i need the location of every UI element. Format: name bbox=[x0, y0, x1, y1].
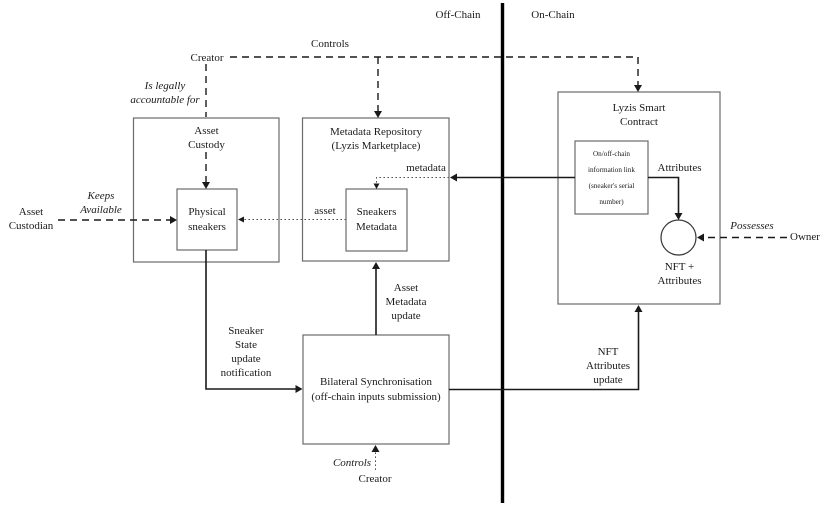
creator-bottom-label: Creator bbox=[358, 473, 392, 485]
on-chain-label: On-Chain bbox=[531, 9, 575, 21]
sneakers-metadata-box bbox=[345, 188, 408, 252]
arrowhead-lyzis-top bbox=[634, 85, 642, 92]
asset-metadata-update-label: Asset Metadata update bbox=[385, 282, 427, 322]
attributes-label: Attributes bbox=[657, 162, 702, 174]
possesses-label: Possesses bbox=[730, 220, 774, 232]
bilateral-sync-text: Bilateral Synchronisation (off-chain inp… bbox=[311, 375, 441, 403]
edge-nft-attributes-update bbox=[449, 307, 640, 391]
nft-circle bbox=[660, 219, 697, 256]
dashed-edges-group bbox=[58, 56, 787, 239]
asset-custodian-label: Asset Custodian bbox=[8, 206, 54, 232]
nft-attributes-circle-label: NFT + Attributes bbox=[657, 261, 702, 287]
asset-custody-title: Asset Custody bbox=[188, 125, 225, 151]
arrowhead-nft-circle-right bbox=[697, 233, 704, 242]
arrowheads-group bbox=[170, 85, 704, 452]
arrowhead-sneakers-metadata-top bbox=[373, 183, 380, 189]
arrowhead-physical-sneakers-top bbox=[202, 182, 210, 189]
node-boxes-group bbox=[132, 91, 721, 445]
dotted-edges-group bbox=[244, 177, 449, 470]
asset-label: asset bbox=[314, 205, 336, 217]
off-chain-label: Off-Chain bbox=[435, 9, 481, 21]
arrowhead-physical-sneakers-left bbox=[170, 216, 177, 224]
controls-bottom-label: Controls bbox=[332, 457, 372, 469]
metadata-label: metadata bbox=[406, 162, 446, 174]
controls-top-label: Controls bbox=[311, 38, 349, 50]
sneakers-metadata-text: Sneakers Metadata bbox=[356, 206, 397, 233]
solid-edges-group bbox=[205, 176, 680, 391]
bilateral-sync-box bbox=[302, 334, 450, 445]
arrowhead-metadata-repository-right bbox=[450, 173, 457, 182]
keeps-available-label: Keeps Available bbox=[80, 190, 122, 216]
arrowhead-physical-sneakers-right bbox=[238, 216, 244, 223]
arrowhead-metadata-repository-top bbox=[374, 111, 382, 118]
nft-attributes-update-label: NFT Attributes update bbox=[586, 346, 630, 386]
edge-metadata-to-sneakers-metadata bbox=[376, 177, 449, 183]
arrowhead-nft-circle-top bbox=[674, 213, 683, 220]
is-legally-accountable-label: Is legally accountable for bbox=[130, 80, 200, 106]
creator-top-label: Creator bbox=[190, 52, 224, 64]
arrowhead-bilateral-left bbox=[295, 385, 303, 393]
arrowhead-bilateral-bottom bbox=[371, 445, 380, 452]
info-link-text: On/off-chain information link (sneaker's… bbox=[588, 149, 635, 206]
edge-infolink-nft-circle bbox=[648, 176, 680, 214]
arrowhead-metadata-repository-bottom bbox=[372, 262, 380, 269]
edge-sneaker-state-update bbox=[205, 250, 296, 390]
lyzis-smart-contract-title: Lyzis Smart Contract bbox=[612, 102, 666, 128]
sneaker-state-update-label: Sneaker State update notification bbox=[220, 325, 272, 379]
owner-label: Owner bbox=[790, 231, 820, 243]
arrowhead-lyzis-bottom bbox=[634, 305, 643, 312]
metadata-repository-title: Metadata Repository (Lyzis Marketplace) bbox=[330, 126, 422, 152]
physical-sneakers-box bbox=[176, 188, 238, 251]
physical-sneakers-text: Physical sneakers bbox=[188, 205, 226, 233]
